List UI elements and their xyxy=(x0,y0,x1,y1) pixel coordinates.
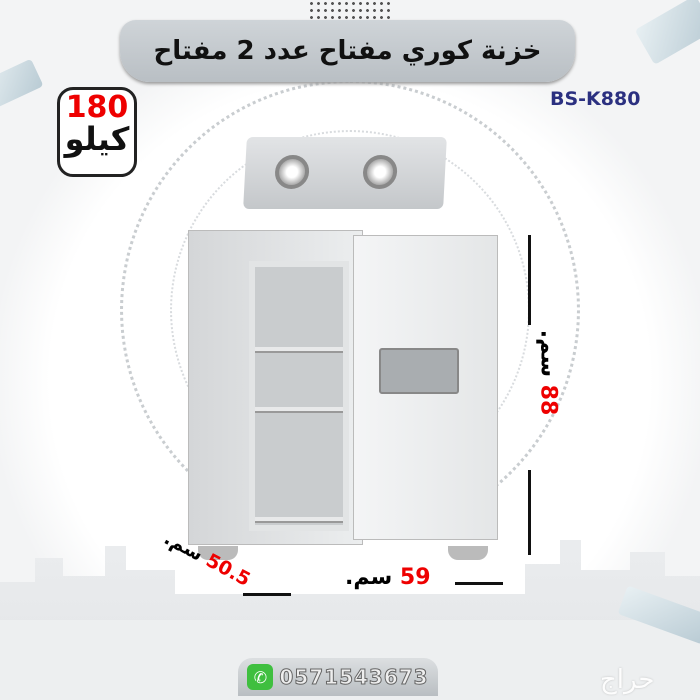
height-arrow-up-icon xyxy=(528,235,531,325)
depth-arrow-icon xyxy=(243,593,291,596)
width-unit: سم. xyxy=(345,565,393,590)
safe-body xyxy=(188,230,363,545)
key-lock-icon xyxy=(362,155,398,189)
width-dimension: 59 سم. xyxy=(345,565,431,590)
phone-number[interactable]: 0571543673 xyxy=(279,665,429,690)
height-unit: سم. xyxy=(535,329,561,377)
safe-interior xyxy=(249,261,349,531)
weight-unit: كيلو xyxy=(64,120,130,158)
dot-pattern xyxy=(308,0,390,20)
safe-image xyxy=(188,230,500,560)
key-lock-icon xyxy=(274,155,310,189)
whatsapp-icon: ✆ xyxy=(247,664,274,690)
weight-badge: 180 كيلو xyxy=(57,87,137,177)
weight-value: 180 xyxy=(65,90,129,125)
lock-keypad-icon xyxy=(379,348,459,394)
key-lock-panel-image xyxy=(243,137,447,209)
height-arrow-down-icon xyxy=(528,470,531,555)
width-arrow-icon xyxy=(455,582,503,585)
page-title: خزنة كوري مفتاح عدد 2 مفتاح xyxy=(120,20,575,82)
height-dimension: 88 سم. xyxy=(535,330,560,416)
haraj-watermark-logo: حراج xyxy=(600,665,655,695)
width-value: 59 xyxy=(399,565,431,590)
safe-door xyxy=(353,235,498,540)
height-value: 88 xyxy=(535,384,561,416)
model-number: BS-K880 xyxy=(550,88,641,110)
contact-bar: ✆ 0571543673 xyxy=(238,658,438,696)
